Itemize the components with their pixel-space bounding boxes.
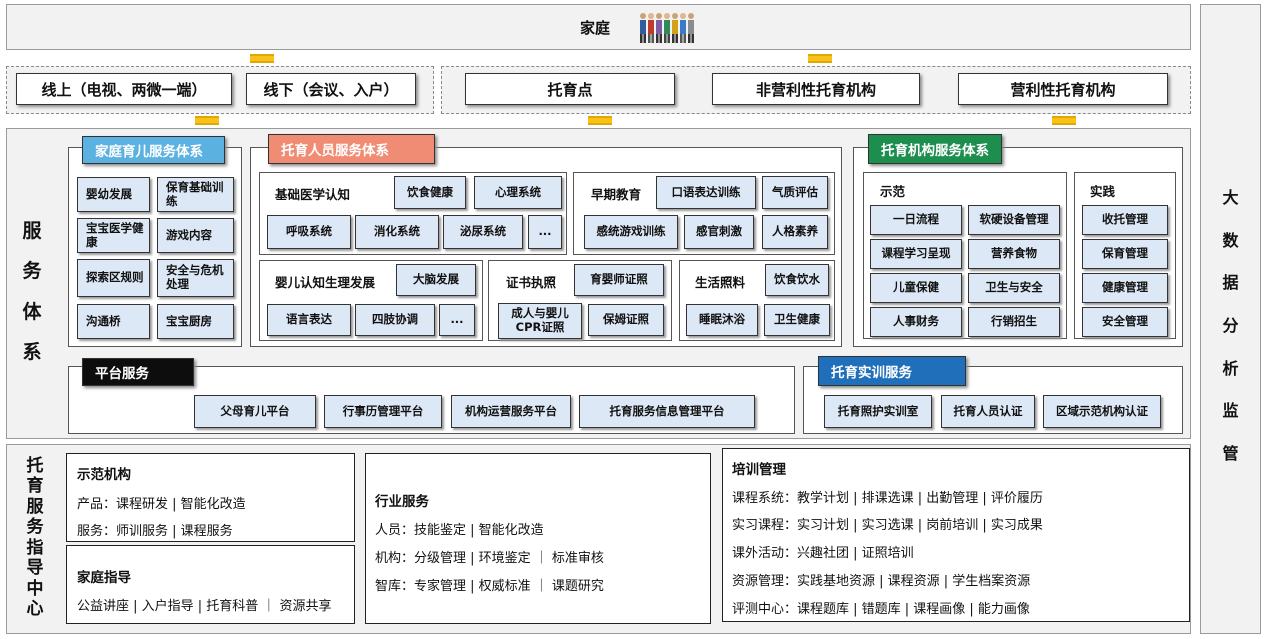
medical-item: 呼吸系统 [267,215,351,249]
cognition-item: 语言表达 [267,304,351,336]
early-edu-item: 口语表达训练 [656,176,756,209]
practice-item: 收托管理 [1082,205,1168,235]
cognition-label: 婴儿认知生理发展 [275,275,376,290]
family-item: 探索区规则 [77,259,150,297]
early-edu-label: 早期教育 [591,187,642,202]
big-data-panel [1200,4,1261,634]
family-guidance-box [66,545,355,624]
training-mgmt-line: 实习课程：实习计划 | 实习选课 | 岗前培训 | 实习成果 [732,518,1043,533]
institution-system-tag: 托育机构服务体系 [868,134,1002,164]
cert-label: 证书执照 [506,275,557,290]
medical-item: ... [528,215,562,249]
channel-offline: 线下（会议、入户） [246,73,416,105]
demo-item: 儿童保健 [870,273,962,303]
platform-item: 行事历管理平台 [324,395,442,428]
practice-item: 保育管理 [1082,239,1168,269]
medical-item: 消化系统 [355,215,439,249]
early-edu-item: 气质评估 [762,176,828,209]
channel-online: 线上（电视、两微一端） [16,73,232,105]
practice-item: 健康管理 [1082,273,1168,303]
training-service-item: 托育照护实训室 [824,395,932,428]
platform-item: 父母育儿平台 [194,395,316,428]
demo-item: 课程学习呈现 [870,239,962,269]
cognition-item: 大脑发展 [396,264,476,296]
demo-label: 示范 [880,184,906,199]
demo-institution-box [66,453,355,542]
training-mgmt-line: 评测中心：课程题库 | 错题库 | 课程画像 | 能力画像 [732,602,1030,617]
platform-item: 托育服务信息管理平台 [579,395,755,428]
medical-label: 基础医学认知 [275,187,351,202]
medical-item: 泌尿系统 [443,215,523,249]
demo-item: 营养食物 [968,239,1060,269]
family-guidance-line: 公益讲座 | 入户指导 | 托育科普 ｜ 资源共享 [77,599,332,614]
arrow-down-icon [250,54,274,63]
cert-item: 成人与婴儿CPR证照 [498,303,582,339]
demo-item: 软硬设备管理 [968,205,1060,235]
cert-item: 育婴师证照 [574,264,664,296]
demo-item: 卫生与安全 [968,273,1060,303]
channel-nonprofit: 非营利性托育机构 [712,73,920,105]
early-edu-item: 感统游戏训练 [584,215,678,249]
family-bar [6,4,1191,50]
arrow-down-icon [1052,116,1076,125]
demo-item: 行销招生 [968,307,1060,337]
early-edu-item: 感官刺激 [684,215,754,249]
early-edu-item: 人格素养 [762,215,828,249]
family-people-icon [638,12,696,44]
training-mgmt-box [722,448,1190,622]
cert-item: 保姆证照 [588,304,664,336]
practice-label: 实践 [1090,184,1116,199]
demo-institution-line: 产品：课程研发 | 智能化改造 [77,497,246,512]
demo-institution-line: 服务：师训服务 | 课程服务 [77,524,233,539]
family-item: 宝宝医学健康 [77,218,150,253]
industry-service-line: 人员：技能鉴定 | 智能化改造 [375,523,544,538]
arrow-down-icon [808,54,832,63]
industry-service-box [365,453,711,624]
medical-item: 饮食健康 [394,176,466,209]
service-system-label: 服 务 体 系 [22,220,42,363]
arrow-down-icon [195,116,219,125]
big-data-label: 大 数 据 分 析 监 管 [1222,188,1239,463]
care-item: 睡眠沐浴 [686,304,758,336]
training-mgmt-line: 资源管理：实践基地资源 | 课程资源 | 学生档案资源 [732,574,1031,589]
platform-tag: 平台服务 [82,358,194,386]
care-item: 饮食饮水 [765,264,829,296]
training-service-tag: 托育实训服务 [818,356,966,386]
arrow-down-icon [588,116,612,125]
guidance-center-label: 托 育 服 务 指 导 中 心 [26,456,44,619]
practice-item: 安全管理 [1082,307,1168,337]
care-item: 卫生健康 [764,304,830,336]
industry-service-line: 智库：专家管理 | 权威标准 ｜ 课题研究 [375,579,604,594]
family-guidance-title: 家庭指导 [77,570,131,586]
family-item: 游戏内容 [157,218,234,253]
platform-item: 机构运营服务平台 [451,395,571,428]
demo-institution-title: 示范机构 [77,467,131,483]
training-service-item: 托育人员认证 [941,395,1035,428]
family-label: 家庭 [580,19,611,37]
medical-item: 心理系统 [474,176,562,209]
staff-system-tag: 托育人员服务体系 [268,134,435,164]
family-parenting-tag: 家庭育儿服务体系 [82,136,225,164]
industry-service-title: 行业服务 [375,494,429,510]
demo-item: 一日流程 [870,205,962,235]
family-item: 保育基础训练 [157,177,234,212]
family-item: 沟通桥 [77,304,150,339]
care-label: 生活照料 [695,275,746,290]
training-mgmt-title: 培训管理 [732,462,786,478]
channel-forprofit: 营利性托育机构 [958,73,1168,105]
family-item: 婴幼发展 [77,177,150,212]
training-mgmt-line: 课外活动：兴趣社团 | 证照培训 [732,546,914,561]
training-service-item: 区域示范机构认证 [1043,395,1161,428]
family-item: 安全与危机处理 [157,259,234,297]
industry-service-line: 机构：分级管理 | 环境鉴定 ｜ 标准审核 [375,551,604,566]
training-mgmt-line: 课程系统：教学计划 | 排课选课 | 出勤管理 | 评价履历 [732,491,1043,506]
cognition-item: ... [439,304,475,336]
channel-childcare-point: 托育点 [465,73,675,105]
family-item: 宝宝厨房 [157,304,234,339]
demo-item: 人事财务 [870,307,962,337]
cognition-item: 四肢协调 [355,304,435,336]
